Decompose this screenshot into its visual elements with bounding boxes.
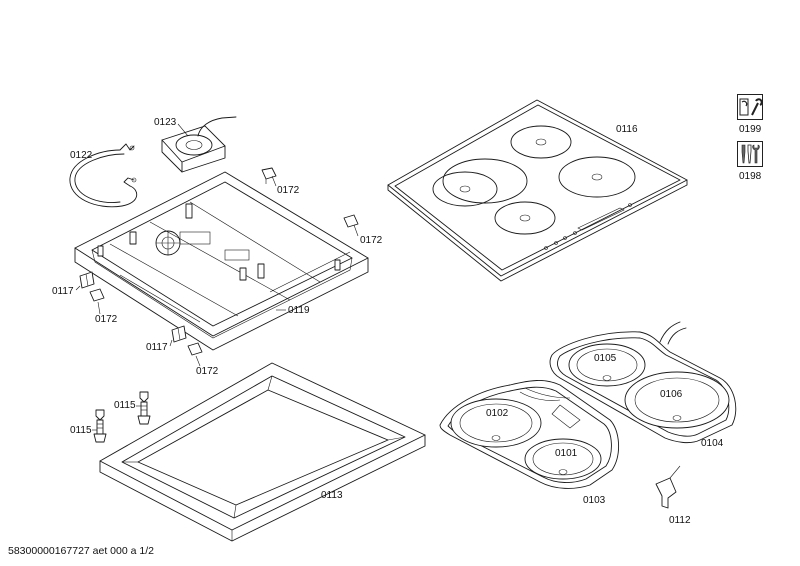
coil-0105 <box>568 343 646 387</box>
part-label-0112: 0112 <box>669 515 691 526</box>
part-label-0105: 0105 <box>594 353 617 364</box>
part-label-0102: 0102 <box>486 408 509 419</box>
foot-0115b <box>93 409 107 443</box>
part-label-0113: 0113 <box>321 490 343 501</box>
legend-item-0199 <box>737 94 763 120</box>
legend-label-0198: 0198 <box>739 171 762 182</box>
part-label-0122: 0122 <box>70 150 93 161</box>
power-cable-0122 <box>69 143 138 208</box>
clip-0172a <box>261 167 277 184</box>
part-label-0103: 0103 <box>583 495 606 506</box>
part-label-0115a: 0115 <box>114 400 136 411</box>
clip-0172b <box>343 214 359 228</box>
bracket-0112 <box>655 465 681 509</box>
coil-0106 <box>624 371 730 429</box>
part-label-0117a: 0117 <box>52 286 74 297</box>
legend-label-0199: 0199 <box>739 124 762 135</box>
bracket-0117a <box>79 271 95 289</box>
bracket-0117b <box>171 325 187 343</box>
mounting-frame-0113 <box>99 362 426 542</box>
part-label-0123: 0123 <box>154 117 177 128</box>
part-label-0172b: 0172 <box>360 235 383 246</box>
fan-0123 <box>161 116 237 173</box>
foot-0115a <box>137 391 151 425</box>
part-label-0117b: 0117 <box>146 342 168 353</box>
part-label-0172a: 0172 <box>277 185 300 196</box>
legend-item-0198 <box>737 141 763 167</box>
part-label-0106: 0106 <box>660 389 683 400</box>
clip-0172d <box>187 342 203 356</box>
coil-0101 <box>524 438 602 480</box>
document-footer: 58300000167727 aet 000 a 1/2 <box>8 545 154 557</box>
cooktop-glass-0116 <box>387 99 688 282</box>
bottom-housing-0119 <box>74 171 369 351</box>
coil-0102 <box>450 398 542 448</box>
clip-0172c <box>89 288 105 302</box>
part-label-0172d: 0172 <box>196 366 219 377</box>
part-label-0104: 0104 <box>701 438 724 449</box>
part-label-0172c: 0172 <box>95 314 118 325</box>
part-label-0101: 0101 <box>555 448 578 459</box>
tools-icon <box>741 144 760 164</box>
part-label-0115b: 0115 <box>70 425 92 436</box>
wrench-manual-icon <box>739 98 763 116</box>
part-label-0119: 0119 <box>288 305 310 316</box>
part-label-0116: 0116 <box>616 124 638 135</box>
